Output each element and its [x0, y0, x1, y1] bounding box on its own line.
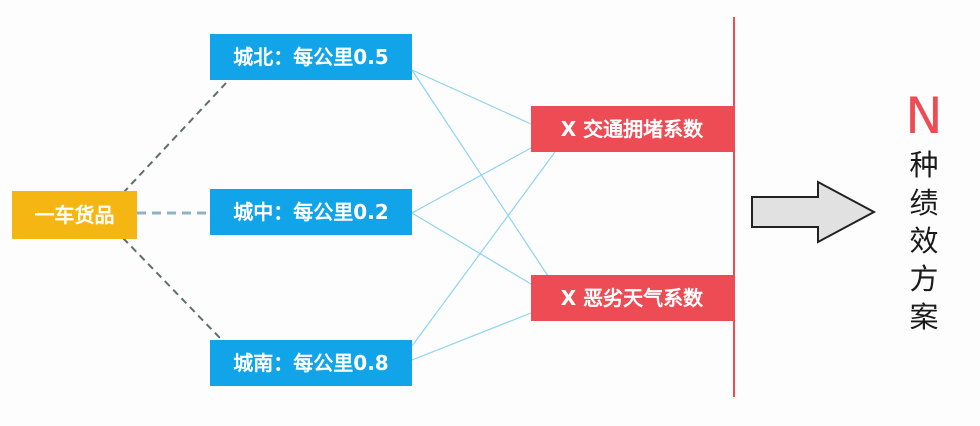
link-north-weather — [411, 69, 549, 277]
root-node-cargo: 一车货品 — [12, 191, 137, 239]
result-char: 方 — [909, 262, 939, 296]
city-node-central: 城中：每公里0.2 — [210, 189, 412, 235]
city-node-south: 城南：每公里0.8 — [210, 340, 412, 386]
result-arrow-icon — [751, 180, 877, 244]
city-node-label: 城中：每公里0.2 — [233, 200, 389, 224]
link-root-city-south — [122, 237, 221, 339]
factor-node-congestion: X 交通拥堵系数 — [531, 106, 733, 152]
city-node-north: 城北：每公里0.5 — [210, 34, 412, 80]
city-node-label: 城北：每公里0.5 — [233, 45, 389, 69]
result-text: 种 绩 效 方 案 — [898, 146, 950, 336]
result-char: 绩 — [909, 186, 939, 220]
result-char: 种 — [909, 148, 939, 182]
result-char: 效 — [909, 224, 939, 258]
factor-node-label: X 恶劣天气系数 — [560, 286, 704, 310]
root-node-label: 一车货品 — [34, 203, 115, 227]
result-label: N 种 绩 效 方 案 — [898, 88, 950, 336]
result-char: 案 — [909, 300, 939, 334]
factor-node-weather: X 恶劣天气系数 — [531, 275, 733, 321]
link-south-weather — [411, 312, 532, 361]
link-central-congestion — [411, 147, 532, 214]
link-north-congestion — [411, 69, 532, 125]
link-south-congestion — [411, 151, 556, 347]
link-central-weather — [411, 212, 532, 285]
factor-node-label: X 交通拥堵系数 — [560, 117, 704, 141]
result-n-letter: N — [905, 87, 943, 145]
link-root-city-north — [122, 82, 227, 194]
city-node-label: 城南：每公里0.8 — [233, 351, 389, 375]
